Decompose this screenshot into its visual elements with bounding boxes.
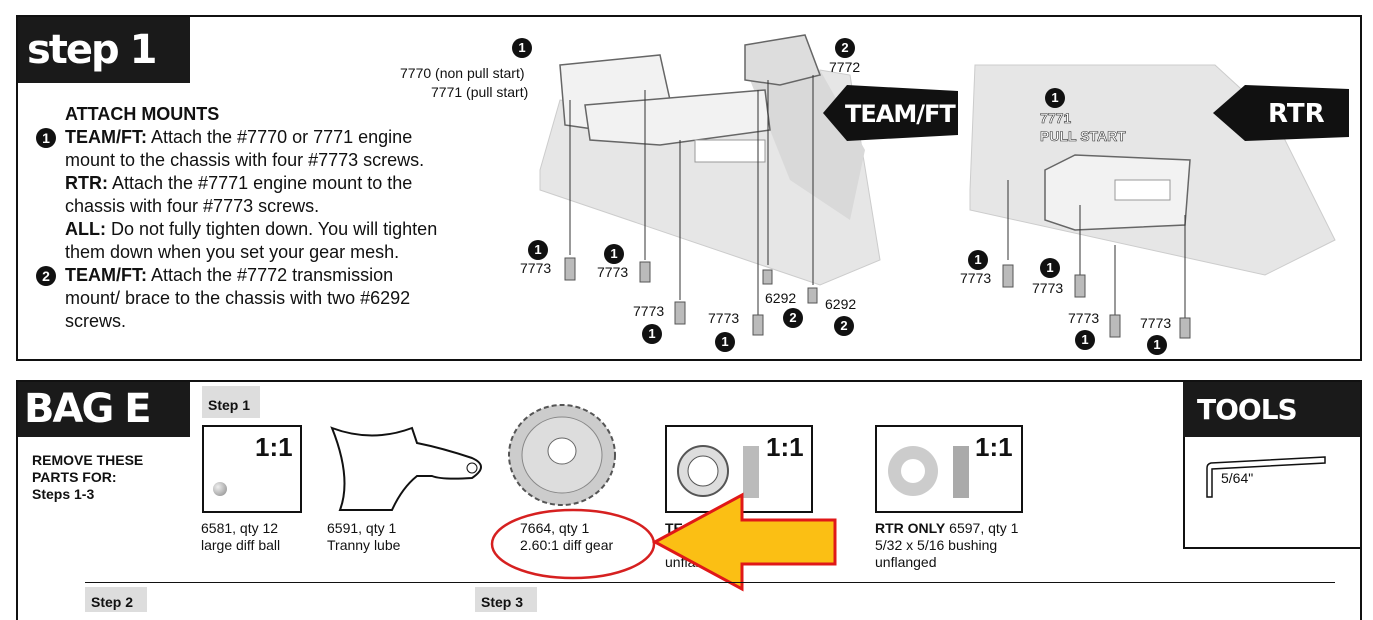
tools-title: TOOLS USED: [1183, 382, 1360, 481]
bushing-icon: [888, 446, 969, 498]
callout-1-screw-a: 1: [528, 240, 548, 260]
rtr-screw-b: 7773: [1032, 280, 1064, 296]
diff-gear-icon: [508, 404, 616, 506]
yellow-pointer-arrow: [651, 492, 837, 592]
team-tag-label: TEAM/FT: [845, 100, 956, 128]
part5-text: RTR ONLY 6597, qty 1 5/32 x 5/16 bushing…: [875, 520, 1019, 570]
highlight-circle: [490, 508, 656, 580]
rtr-arrow-tag: [1213, 85, 1349, 141]
step-number-2: 2: [36, 266, 56, 286]
hex-key-icon: [1206, 456, 1326, 498]
trans-screw-label-a: 6292: [765, 290, 797, 306]
part5-scale: 1:1: [975, 432, 1013, 462]
screw-label-d: 7773: [708, 310, 740, 326]
rtr-tag-label: RTR: [1268, 99, 1325, 129]
step1-heading: ATTACH MOUNTS: [65, 104, 220, 124]
callout-1-mount: 1: [512, 38, 532, 58]
instruction-1: 1 TEAM/FT: Attach the #7770 or 7771 engi…: [20, 126, 510, 264]
team-arrow-tag: [823, 85, 958, 141]
callout-2-screw-b: 2: [834, 316, 854, 336]
rtr-screw-a: 7773: [960, 270, 992, 286]
step1-title: step 1: [18, 17, 190, 83]
part4-scale: 1:1: [766, 432, 804, 462]
rtr-screw-c: 7773: [1068, 310, 1100, 326]
mount-label-nonpull: 7770 (non pull start): [400, 65, 525, 81]
step2-tab: Step 2: [85, 587, 147, 612]
callout-1-screw-c: 1: [642, 324, 662, 344]
callout-1-screw-d: 1: [715, 332, 735, 352]
callout-2-screw-a: 2: [783, 308, 803, 328]
tools-box: [1183, 437, 1360, 549]
screw-label-b: 7773: [597, 264, 629, 280]
step-number-1: 1: [36, 128, 56, 148]
rtr-callout-1-mount: 1: [1045, 88, 1065, 108]
callout-2-brace: 2: [835, 38, 855, 58]
mount-label-pull: 7771 (pull start): [431, 84, 529, 100]
part1-scale: 1:1: [255, 432, 293, 462]
screw-label-c: 7773: [633, 303, 665, 319]
bag-title: BAG E: [18, 382, 190, 437]
remove-parts-text: REMOVE THESE PARTS FOR: Steps 1-3: [32, 452, 144, 502]
divider: [85, 582, 1335, 583]
rtr-callout-1-a: 1: [968, 250, 988, 270]
diff-ball-icon: [213, 482, 227, 496]
tool-size: 5/64": [1221, 470, 1254, 486]
trans-screw-label-b: 6292: [825, 296, 857, 312]
rtr-mount-label: 7771: [1040, 110, 1072, 127]
rtr-callout-1-b: 1: [1040, 258, 1060, 278]
screw-label-a: 7773: [520, 260, 552, 276]
bearing-icon: [677, 445, 759, 498]
part-diff-ball-box: [202, 425, 302, 513]
rtr-screw-d: 7773: [1140, 315, 1172, 331]
tranny-lube-icon: [330, 426, 482, 511]
rtr-pull-label: PULL START: [1040, 128, 1126, 145]
rtr-callout-1-c: 1: [1075, 330, 1095, 350]
step1-tab: Step 1: [202, 386, 260, 418]
step1-instructions: ATTACH MOUNTS 1 TEAM/FT: Attach the #777…: [20, 103, 510, 333]
step3-tab: Step 3: [475, 587, 537, 612]
callout-1-screw-b: 1: [604, 244, 624, 264]
brace-label: 7772: [829, 59, 861, 75]
instruction-2: 2 TEAM/FT: Attach the #7772 transmission…: [20, 264, 510, 333]
team-chassis-diagram: [539, 34, 881, 336]
rtr-callout-1-d: 1: [1147, 335, 1167, 355]
